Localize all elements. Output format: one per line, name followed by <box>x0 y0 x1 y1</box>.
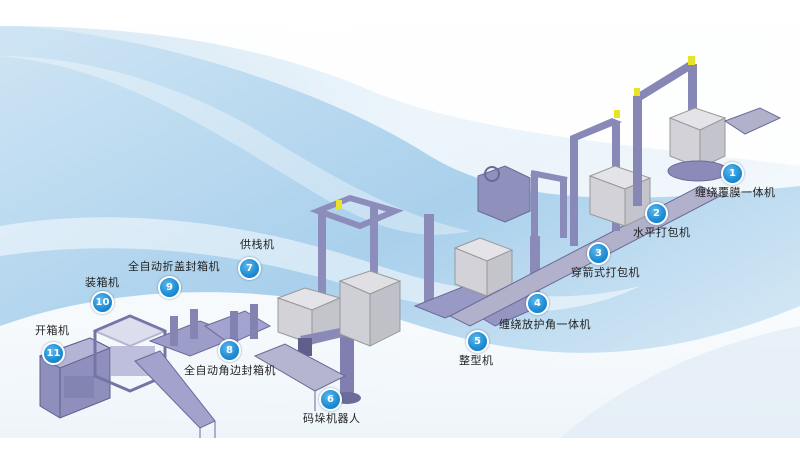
station-label-4: 缠绕放护角一体机 <box>499 318 591 331</box>
station-badge-5: 5 <box>466 330 489 353</box>
station-label-8: 全自动角边封箱机 <box>184 364 276 377</box>
station-badge-9: 9 <box>158 276 181 299</box>
feed-conveyor <box>134 350 216 438</box>
station-badge-10: 10 <box>91 291 114 314</box>
station-label-6: 码垛机器人 <box>303 412 361 425</box>
station-label-1: 缠绕覆膜一体机 <box>695 186 776 199</box>
station-label-2: 水平打包机 <box>633 226 691 239</box>
station-badge-3: 3 <box>587 242 610 265</box>
station-label-3: 穿箭式打包机 <box>571 266 640 279</box>
arrow-strapping-machine <box>477 165 568 251</box>
roller-conveyor-station-6 <box>253 343 347 411</box>
station-label-11: 开箱机 <box>35 324 70 337</box>
station-badge-6: 6 <box>319 388 342 411</box>
station-badge-7: 7 <box>238 257 261 280</box>
palletized-load-station-6 <box>338 270 402 347</box>
station-label-7: 供栈机 <box>240 238 275 251</box>
stretch-wrap-hooder-machine <box>633 56 729 206</box>
corner-edge-sealer-machine <box>203 304 272 346</box>
station-badge-2: 2 <box>645 202 668 225</box>
station-badge-1: 1 <box>721 162 744 185</box>
pallet-dispenser-frame <box>309 194 404 341</box>
station-badge-4: 4 <box>526 292 549 315</box>
station-label-10: 装箱机 <box>85 276 120 289</box>
station-badge-11: 11 <box>42 342 65 365</box>
station-badge-8: 8 <box>218 339 241 362</box>
palletized-load-station-4 <box>453 237 514 297</box>
station-label-9: 全自动折盖封箱机 <box>128 260 220 273</box>
production-line-banner: 1 缠绕覆膜一体机 2 水平打包机 3 穿箭式打包机 4 缠绕放护角一体机 5 … <box>0 26 800 438</box>
outfeed-conveyor <box>723 107 782 135</box>
station-label-5: 整型机 <box>459 354 494 367</box>
